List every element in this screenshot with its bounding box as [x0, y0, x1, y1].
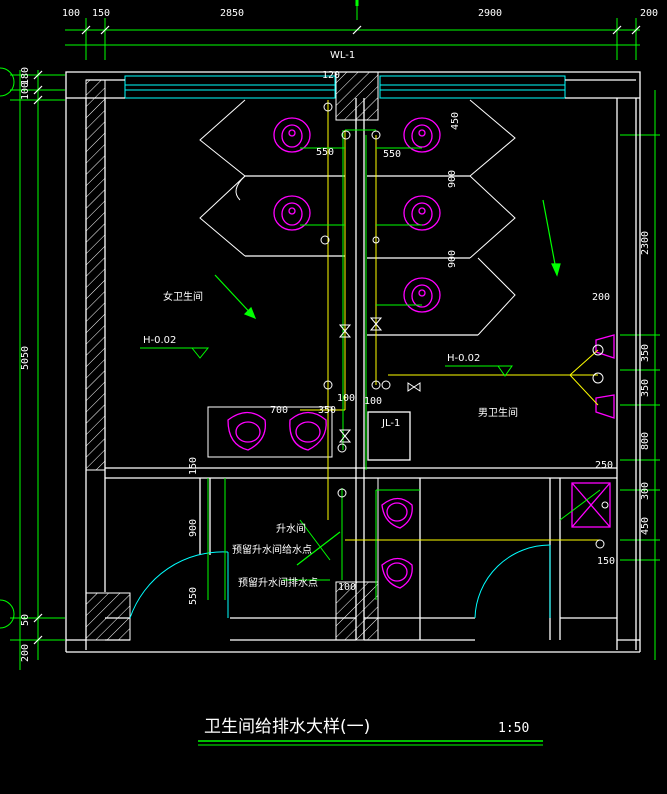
washbasins-male	[377, 477, 421, 619]
svg-text:200: 200	[592, 292, 610, 303]
svg-text:250: 250	[595, 460, 613, 471]
svg-text:180: 180	[20, 67, 31, 85]
urinals	[595, 334, 615, 419]
drawing-scale: 1:50	[498, 721, 529, 736]
svg-text:50: 50	[20, 614, 31, 626]
drawing-title: 卫生间给排水大样(一)	[204, 717, 370, 737]
pipe-label-wl: WL-1	[330, 50, 355, 61]
room-label-male: 男卫生间	[478, 406, 518, 419]
stall-doors-male	[469, 99, 516, 336]
top-window	[124, 75, 566, 99]
svg-text:100: 100	[364, 396, 382, 407]
axis-circle	[0, 599, 15, 629]
left-dimension-labels: 180 100 5050 50 200	[20, 67, 31, 662]
svg-text:900: 900	[447, 250, 458, 268]
svg-text:350: 350	[640, 379, 651, 397]
svg-text:100: 100	[337, 393, 355, 404]
elevation-female: H-0.02	[143, 335, 176, 346]
svg-text:550: 550	[316, 147, 334, 158]
svg-text:800: 800	[640, 432, 651, 450]
drain-pipes	[207, 129, 601, 600]
svg-text:100: 100	[338, 582, 356, 593]
water-supply-pipes	[300, 100, 600, 541]
svg-text:150: 150	[188, 457, 199, 475]
right-dimension-labels: 2300 200 350 350 800 250 300 450 150	[592, 231, 651, 567]
svg-text:900: 900	[188, 519, 199, 537]
elevation-male: H-0.02	[447, 353, 480, 364]
svg-text:2300: 2300	[640, 231, 651, 255]
stall-doors-female	[199, 99, 246, 257]
room-label-female: 女卫生间	[163, 290, 203, 303]
svg-text:550: 550	[188, 587, 199, 605]
elevation-markers	[140, 347, 513, 377]
note-supply-point: 预留升水间给水点	[232, 543, 312, 556]
pipe-fittings	[320, 102, 609, 549]
flow-arrows	[214, 199, 561, 566]
svg-text:100: 100	[20, 82, 31, 100]
top-dimension-labels: 100 150 2850 2900 200	[62, 8, 658, 19]
entry-doors	[129, 544, 551, 619]
svg-text:350: 350	[318, 405, 336, 416]
dimension-ticks	[33, 25, 641, 645]
inner-dimension-labels: 120 450 550 550 900 900 700 350 100 100 …	[188, 70, 461, 605]
svg-text:120: 120	[322, 70, 340, 81]
svg-text:5050: 5050	[20, 346, 31, 370]
svg-text:100: 100	[62, 8, 80, 19]
washbasins-female	[207, 406, 333, 458]
svg-text:300: 300	[640, 482, 651, 500]
squat-toilets	[273, 117, 441, 313]
svg-text:450: 450	[450, 112, 461, 130]
hatched-walls	[85, 71, 379, 641]
svg-text:350: 350	[640, 344, 651, 362]
axis-circle	[0, 67, 15, 97]
svg-text:2900: 2900	[478, 8, 502, 19]
svg-text:700: 700	[270, 405, 288, 416]
shower-box	[571, 482, 611, 528]
shaft-label: 升水间	[276, 522, 306, 535]
svg-text:200: 200	[640, 8, 658, 19]
dimension-lines	[10, 0, 660, 670]
svg-text:550: 550	[383, 149, 401, 160]
valves	[338, 317, 421, 443]
walls	[65, 71, 641, 653]
svg-text:150: 150	[597, 556, 615, 567]
svg-text:150: 150	[92, 8, 110, 19]
pipe-label-jl: JL-1	[381, 418, 400, 429]
note-drain-point: 预留升水间排水点	[238, 576, 318, 589]
svg-text:450: 450	[640, 517, 651, 535]
svg-text:2850: 2850	[220, 8, 244, 19]
svg-text:200: 200	[20, 644, 31, 662]
svg-text:900: 900	[447, 170, 458, 188]
